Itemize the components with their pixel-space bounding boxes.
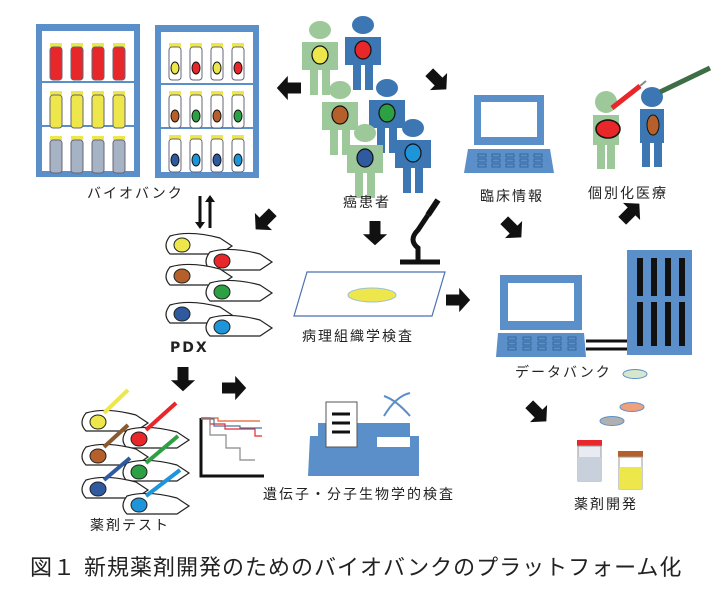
syringe-icon xyxy=(144,401,178,432)
syringe-icon xyxy=(102,423,130,449)
flow-arrows xyxy=(170,68,641,423)
patient-icon xyxy=(345,16,381,90)
patient-icon xyxy=(347,124,383,198)
arrow-icon xyxy=(500,216,523,239)
pathology-slide-icon xyxy=(293,271,446,317)
server-rack-icon xyxy=(586,250,692,355)
patients-group xyxy=(302,16,431,198)
freezer-tumor-samples xyxy=(155,25,259,178)
label-pathology: 病理組織学検査 xyxy=(302,329,414,345)
syringe-icon xyxy=(144,434,180,465)
mouse-icon xyxy=(81,443,150,466)
clinical-computer-icon xyxy=(464,95,554,173)
mouse-icon xyxy=(165,232,234,255)
sample-tube xyxy=(49,46,63,81)
label-databank: データバンク xyxy=(515,365,612,381)
label-biobank: バイオバンク xyxy=(87,186,184,202)
syringe-icon xyxy=(102,388,130,415)
mouse-icon xyxy=(122,426,191,449)
survival-curve-icon xyxy=(199,417,264,478)
petri-dishes-icon xyxy=(599,369,648,426)
patient-icon xyxy=(322,81,358,155)
arrow-icon xyxy=(170,366,196,392)
label-genetic-test: 遺伝子・分子生物学的検査 xyxy=(263,487,455,503)
label-drug-test: 薬剤テスト xyxy=(90,518,170,534)
drug-test-mice-icon xyxy=(81,388,191,515)
sample-tube xyxy=(112,46,126,81)
sample-tube xyxy=(112,94,126,129)
patient-icon xyxy=(395,119,431,193)
label-pdx: PDX xyxy=(170,340,209,356)
sample-tube xyxy=(91,94,105,129)
dna-icon xyxy=(383,392,411,417)
figure-caption: 図１ 新規薬剤開発のためのバイオバンクのプラットフォーム化 xyxy=(30,556,683,581)
label-patients: 癌患者 xyxy=(343,195,391,211)
patient-icon xyxy=(302,21,338,95)
patient-icon xyxy=(369,79,405,153)
freezer-samples xyxy=(36,24,140,177)
arrow-icon xyxy=(276,75,301,101)
arrow-icon xyxy=(362,220,388,246)
pdx-mice-icon xyxy=(165,232,274,337)
sample-tube xyxy=(70,94,84,129)
drug-bottles-icon xyxy=(577,440,643,490)
sample-tube xyxy=(70,139,84,174)
label-clinical-info: 臨床情報 xyxy=(480,189,544,205)
arrow-icon xyxy=(446,287,471,313)
mouse-icon xyxy=(205,314,274,337)
label-personalized-medicine: 個別化医療 xyxy=(588,186,668,202)
sample-tube xyxy=(49,139,63,174)
sample-tube xyxy=(91,46,105,81)
arrow-icon xyxy=(425,68,448,91)
microscope-icon xyxy=(400,198,441,265)
label-drug-development: 薬剤開発 xyxy=(574,497,638,513)
mouse-icon xyxy=(122,492,191,515)
arrow-icon xyxy=(525,400,548,423)
arrow-icon xyxy=(618,202,641,225)
personalized-medicine-icon xyxy=(593,65,712,169)
mouse-icon xyxy=(205,279,274,302)
databank-computer-icon xyxy=(496,275,586,357)
syringe-icon xyxy=(144,468,182,498)
mouse-icon xyxy=(205,248,274,271)
arrow-icon xyxy=(222,375,247,401)
sample-tube xyxy=(49,94,63,129)
syringe-icon xyxy=(102,456,132,482)
sample-tube xyxy=(70,46,84,81)
sample-tube xyxy=(91,139,105,174)
genetic-analyzer-icon xyxy=(308,392,419,476)
arrow-icon xyxy=(254,208,277,231)
sample-tube xyxy=(112,139,126,174)
